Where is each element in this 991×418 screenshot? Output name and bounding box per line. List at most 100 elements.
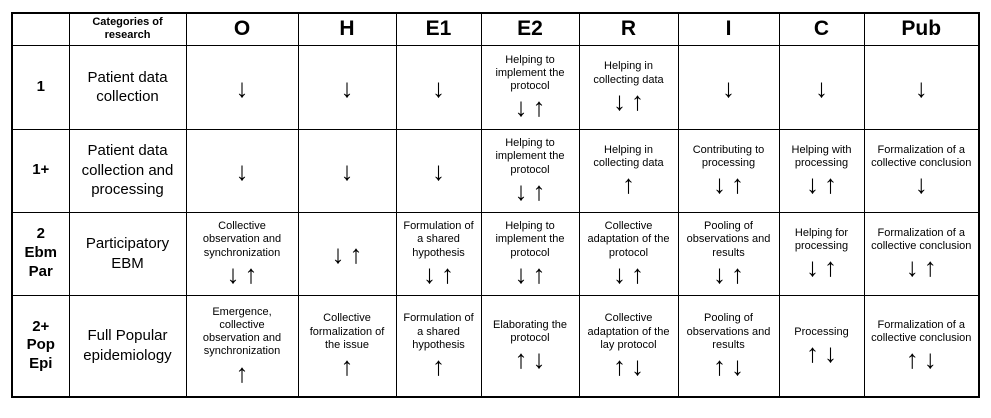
cell-description: Helping in collecting data — [593, 60, 664, 86]
direction-arrows-icon: ↓↑ — [514, 92, 551, 123]
cell-description: Formalization of a collective conclusion — [871, 226, 972, 252]
cell-description: Formalization of a collective conclusion — [871, 143, 972, 169]
matrix-cell: ↓ — [863, 44, 980, 130]
direction-arrows-icon: ↓ — [235, 156, 254, 186]
direction-arrows-icon: ↓↑ — [514, 175, 551, 206]
category-cell: Participatory EBM — [68, 211, 187, 296]
direction-arrows-icon: ↑↓ — [905, 344, 942, 375]
matrix-cell: Formalization of a collective conclusion… — [863, 211, 980, 296]
direction-arrows-icon: ↓ — [914, 169, 933, 200]
table-row: 2 Ebm Par Participatory EBM Collective o… — [11, 211, 980, 296]
cell-description: Elaborating the protocol — [493, 319, 567, 345]
row-code: 2+ — [32, 317, 50, 335]
cell-description: Helping to implement the protocol — [495, 220, 565, 259]
direction-arrows-icon: ↓↑ — [423, 258, 459, 289]
matrix-cell: Collective observation and synchronizati… — [185, 211, 299, 296]
matrix-cell: Formulation of a shared hypothesis↓↑ — [395, 211, 482, 296]
direction-arrows-icon: ↑↓ — [613, 351, 649, 382]
cell-description: Emergence, collective observation and sy… — [202, 305, 282, 358]
row-code-sub: Epi — [29, 355, 53, 373]
matrix-cell: Pooling of observations and results↑↓ — [677, 294, 780, 398]
cell-description: Contributing to processing — [692, 143, 765, 169]
row-code-cell: 2 Ebm Par — [11, 211, 70, 296]
column-header-e2: E2 — [480, 12, 580, 46]
column-header-pub: Pub — [863, 12, 980, 46]
direction-arrows-icon: ↓↑ — [226, 258, 263, 289]
matrix-cell: ↓ — [778, 44, 865, 130]
matrix-cell: Formalization of a collective conclusion… — [863, 128, 980, 213]
direction-arrows-icon: ↑ — [340, 351, 359, 382]
cell-description: Pooling of observations and results — [686, 220, 771, 259]
category-cell: Patient data collection — [68, 44, 187, 130]
category-cell: Patient data collection and processing — [68, 128, 187, 213]
cell-description: Formulation of a shared hypothesis — [403, 312, 474, 351]
matrix-cell: Pooling of observations and results↓↑ — [677, 211, 780, 296]
column-header-i: I — [677, 12, 780, 46]
direction-arrows-icon: ↓↑ — [331, 239, 368, 269]
matrix-cell: Collective adaptation of the protocol↓↑ — [578, 211, 679, 296]
matrix-cell: Helping to implement the protocol↓↑ — [480, 128, 580, 213]
cell-description: Collective adaptation of the protocol — [587, 220, 670, 259]
direction-arrows-icon: ↓↑ — [613, 258, 649, 289]
matrix-cell: ↓ — [395, 44, 482, 130]
matrix-cell: Helping in collecting data↓↑ — [578, 44, 679, 130]
direction-arrows-icon: ↑ — [235, 357, 254, 388]
direction-arrows-icon: ↑ — [432, 351, 450, 382]
table-row: 2+ Pop Epi Full Popular epidemiology Eme… — [11, 294, 980, 398]
categories-of-research-header: Categories of research — [68, 12, 187, 46]
cell-description: Formalization of a collective conclusion — [871, 319, 972, 345]
cell-description: Helping with processing — [791, 143, 852, 169]
matrix-cell: Helping with processing↓↑ — [778, 128, 865, 213]
direction-arrows-icon: ↓ — [914, 72, 933, 103]
cell-description: Collective observation and synchronizati… — [202, 220, 282, 259]
research-roles-table: Categories of research O H E1 E2 R I C P… — [11, 12, 980, 398]
column-header-h: H — [297, 12, 397, 46]
direction-arrows-icon: ↓ — [340, 72, 359, 103]
direction-arrows-icon: ↓ — [815, 72, 833, 103]
direction-arrows-icon: ↓↑ — [514, 258, 551, 289]
matrix-cell: Contributing to processing↓↑ — [677, 128, 780, 213]
cell-description: Helping to implement the protocol — [495, 53, 565, 93]
column-header-c: C — [778, 12, 865, 46]
row-code: 1+ — [32, 161, 50, 179]
matrix-cell: Helping for processing↓↑ — [778, 211, 865, 296]
direction-arrows-icon: ↓ — [235, 72, 254, 103]
direction-arrows-icon: ↑↓ — [713, 351, 749, 382]
direction-arrows-icon: ↓↑ — [713, 169, 749, 200]
direction-arrows-icon: ↓ — [340, 156, 359, 186]
matrix-cell: ↓ — [185, 128, 299, 213]
matrix-cell: Formalization of a collective conclusion… — [863, 294, 980, 398]
cell-description: Helping in collecting data — [593, 143, 664, 169]
cell-description: Pooling of observations and results — [686, 312, 771, 351]
direction-arrows-icon: ↑↓ — [514, 344, 551, 375]
matrix-cell: ↓ — [677, 44, 780, 130]
matrix-cell: Elaborating the protocol↑↓ — [480, 294, 580, 398]
direction-arrows-icon: ↓ — [432, 156, 450, 186]
direction-arrows-icon: ↑↓ — [806, 337, 842, 368]
direction-arrows-icon: ↓ — [722, 72, 740, 103]
matrix-cell: ↓ — [297, 44, 397, 130]
cell-description: Formulation of a shared hypothesis — [403, 220, 474, 259]
cell-description: Collective formalization of the issue — [309, 312, 385, 351]
row-code-sub: Par — [28, 262, 53, 280]
direction-arrows-icon: ↓↑ — [905, 252, 942, 283]
column-header-r: R — [578, 12, 679, 46]
row-code-cell: 2+ Pop Epi — [11, 294, 70, 398]
direction-arrows-icon: ↓ — [432, 72, 450, 103]
header-row: Categories of research O H E1 E2 R I C P… — [11, 12, 980, 46]
direction-arrows-icon: ↓↑ — [713, 258, 749, 289]
matrix-cell: Helping to implement the protocol↓↑ — [480, 44, 580, 130]
cell-description: Collective adaptation of the lay protoco… — [587, 312, 670, 351]
row-code-sub: Pop — [26, 336, 55, 354]
table-row: 1 Patient data collection ↓ ↓ ↓ Helping … — [11, 44, 980, 130]
matrix-cell: ↓ — [395, 128, 482, 213]
matrix-cell: ↓ — [185, 44, 299, 130]
category-cell: Full Popular epidemiology — [68, 294, 187, 398]
column-header-o: O — [185, 12, 299, 46]
row-code: 1 — [36, 77, 45, 95]
cell-description: Processing — [794, 325, 849, 338]
matrix-cell: Formulation of a shared hypothesis↑ — [395, 294, 482, 398]
matrix-cell: Processing↑↓ — [778, 294, 865, 398]
column-header-e1: E1 — [395, 12, 482, 46]
cell-description: Helping for processing — [794, 226, 849, 252]
